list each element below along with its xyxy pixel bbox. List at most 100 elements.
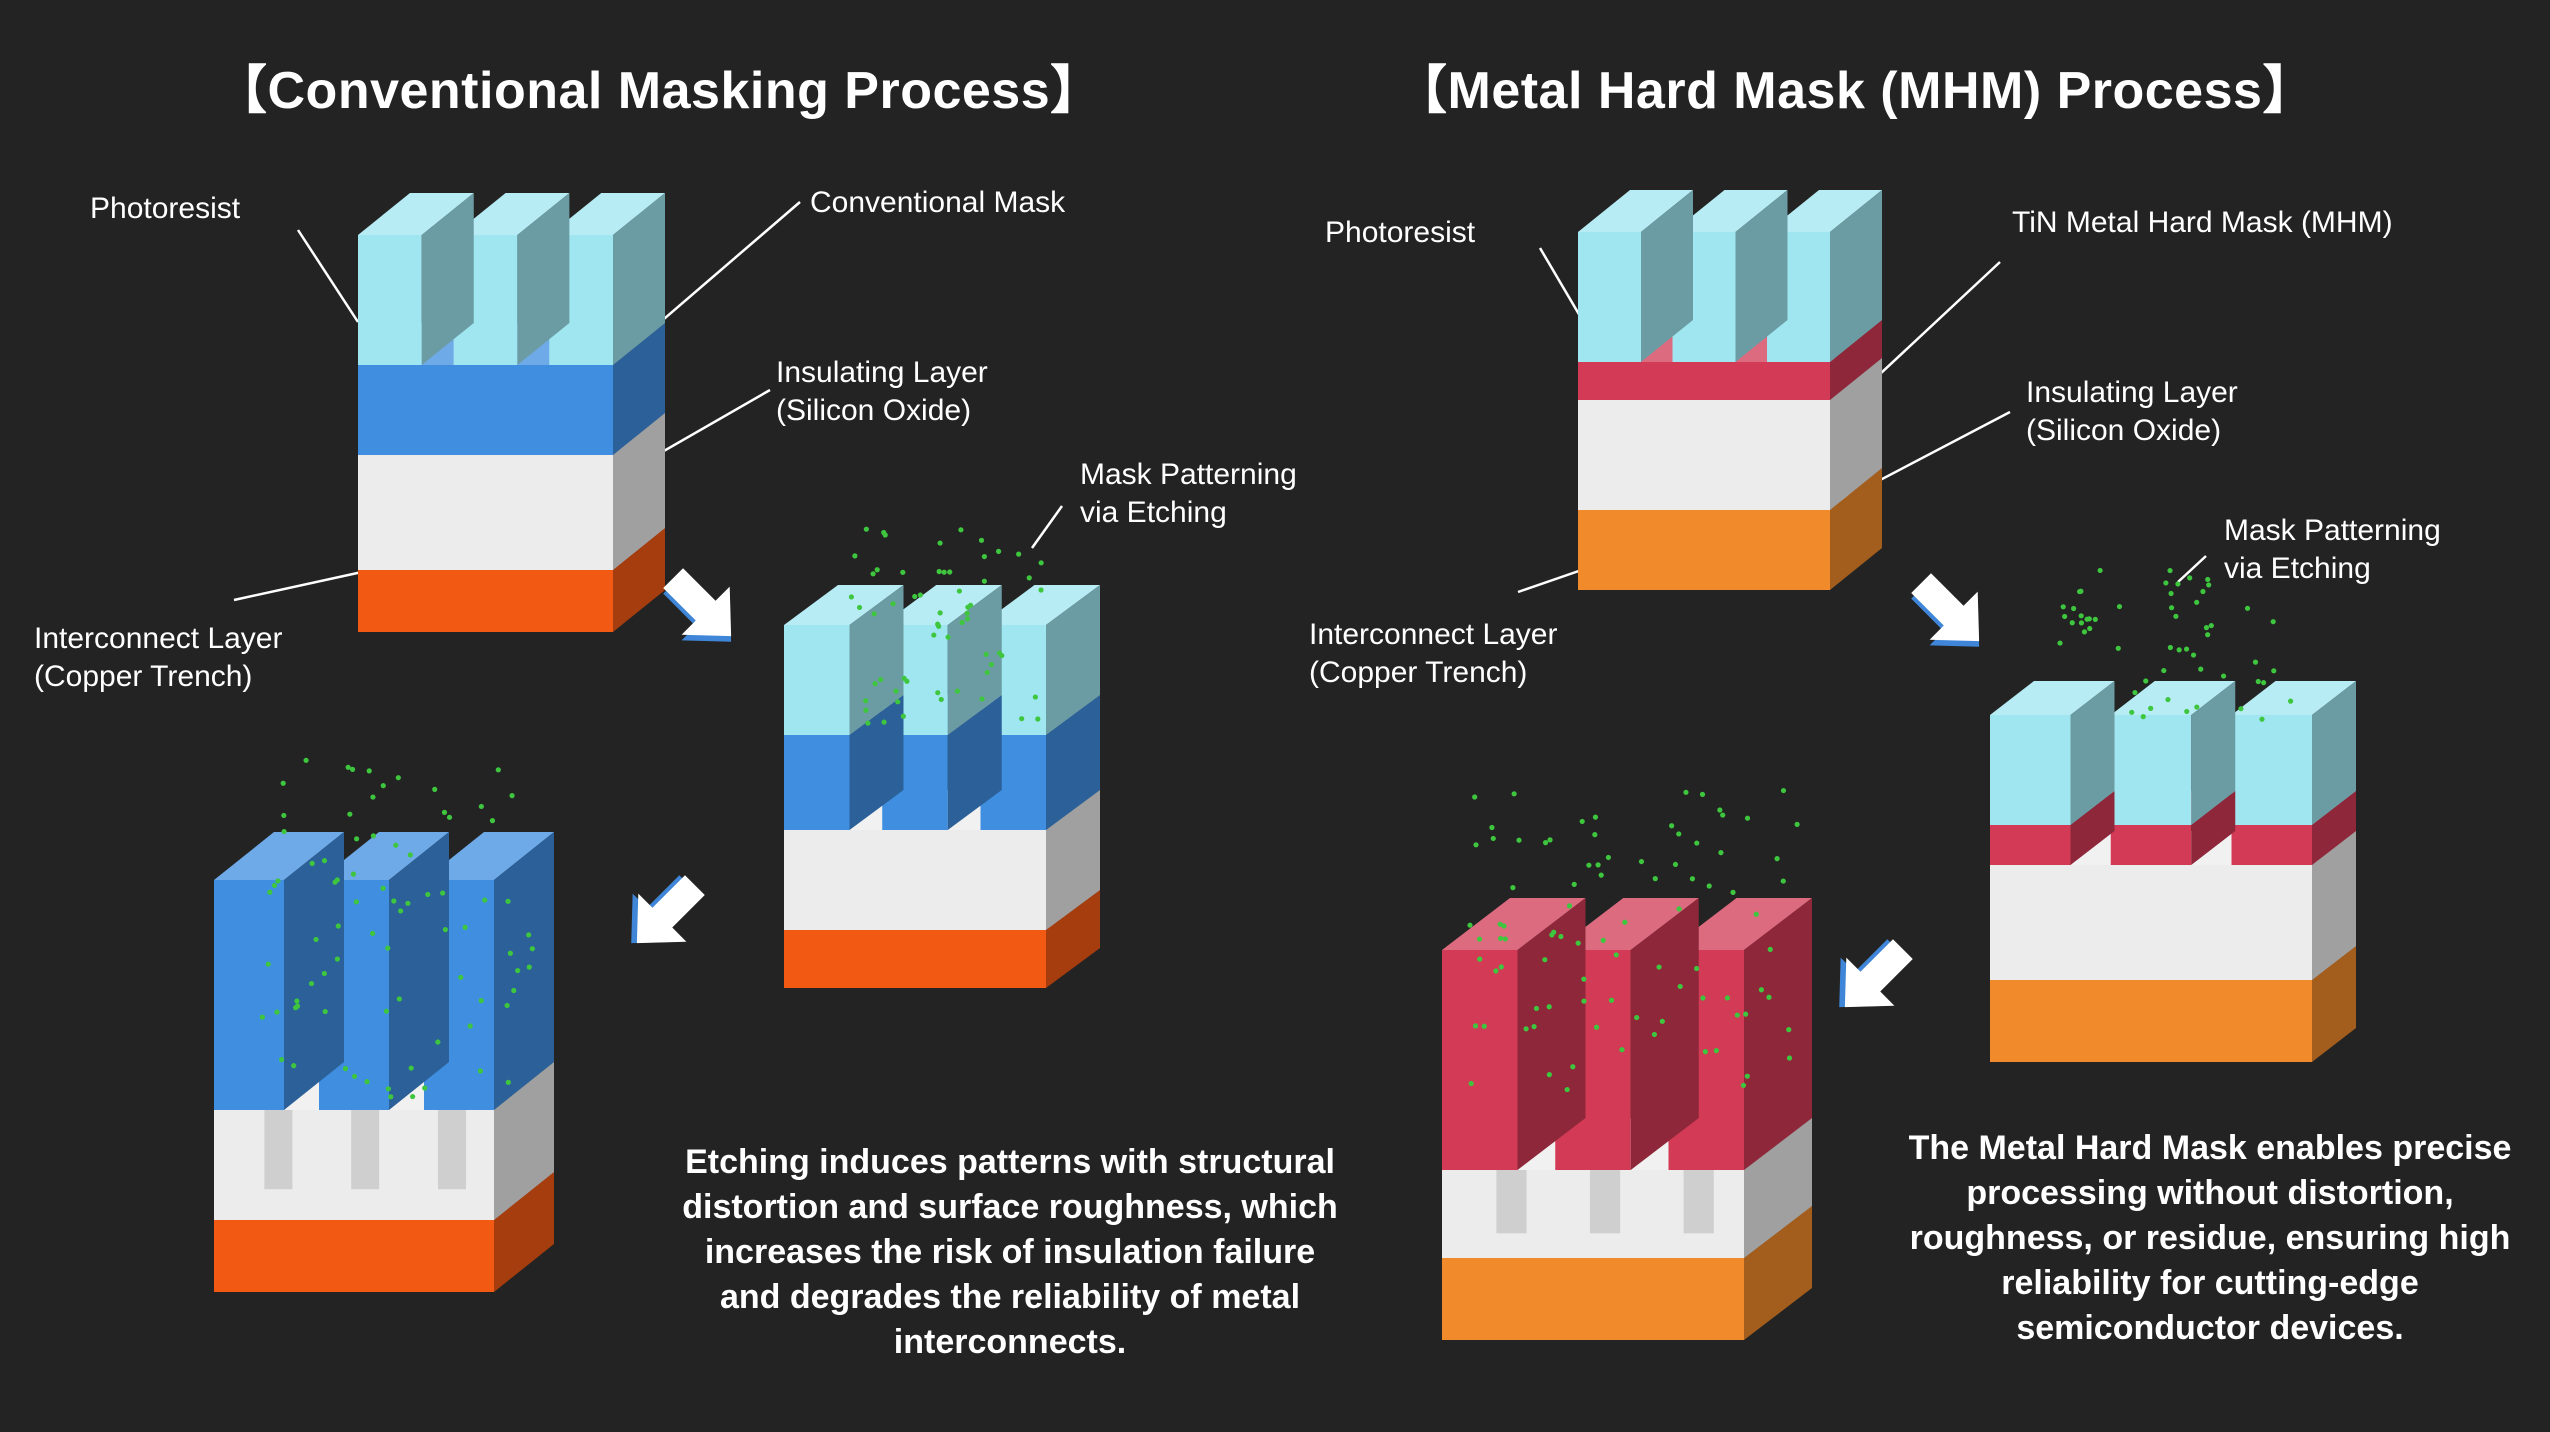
etch-particle [1510, 885, 1516, 891]
leader-line-patterning-left [1030, 505, 1064, 549]
etch-particle [1038, 560, 1044, 566]
etch-particle [2176, 647, 2182, 653]
etch-particle [1468, 1080, 1474, 1087]
etch-particle [1564, 1086, 1570, 1093]
etch-particle [380, 783, 386, 789]
copper-layer-front [214, 1220, 494, 1292]
etch-particle [2143, 678, 2149, 684]
etch-particle [871, 611, 877, 617]
etch-particle [2092, 616, 2098, 622]
patterned-mask-line-top [214, 832, 344, 880]
patterned-mask-line-side [1744, 898, 1812, 1170]
photoresist-line-top [549, 193, 665, 235]
photoresist-line-front [358, 235, 422, 365]
etch-particle [1753, 911, 1759, 917]
trench-slot [1683, 1170, 1714, 1234]
conventional-caption: Etching induces patterns with structural… [560, 1140, 1460, 1365]
patterned-mask-line-top [424, 832, 554, 880]
etch-particle [1600, 937, 1606, 943]
etch-particle [1546, 1004, 1552, 1010]
etch-particle [938, 696, 944, 703]
patterned-mask-line-side [849, 695, 904, 830]
etch-particle [1706, 883, 1712, 889]
photoresist-line [549, 193, 665, 365]
etch-particle [1467, 922, 1473, 928]
etch-particle [1558, 933, 1564, 940]
etch-particle [941, 569, 947, 575]
etch-particle [294, 998, 300, 1004]
etch-particle [1566, 903, 1573, 909]
etch-particle [863, 526, 869, 532]
photoresist-label-left: Photoresist [90, 192, 241, 225]
etch-particle [2081, 629, 2088, 635]
etch-particle [1542, 840, 1549, 846]
interconnect-layer-line-1: Interconnect Layer [1309, 618, 1558, 651]
caption-line: and degrades the reliability of metal [719, 1278, 1301, 1316]
etch-particle [2183, 646, 2190, 652]
etch-particle [1622, 919, 1628, 925]
etch-particle [511, 987, 517, 994]
photoresist-line-top [2231, 681, 2356, 715]
etch-particle [370, 794, 376, 800]
etch-particle [1035, 716, 1041, 722]
etch-particle [2140, 714, 2146, 720]
etch-particle [2132, 689, 2138, 696]
etch-particle [1593, 1024, 1600, 1030]
etch-particle [335, 923, 341, 929]
etch-particle [1669, 823, 1675, 829]
etch-particle [937, 610, 943, 616]
etch-particle [1472, 1023, 1479, 1029]
etch-particle [900, 569, 906, 575]
photoresist-line-side [849, 585, 904, 735]
photoresist-line [1990, 681, 2115, 825]
copper-layer-side [1046, 890, 1100, 988]
etch-particle [1546, 1072, 1552, 1078]
etch-particle [280, 780, 286, 786]
etch-particle [334, 877, 340, 883]
patterned-mask-line-top [1668, 898, 1812, 950]
photoresist-line-front [1990, 715, 2071, 825]
insulating-layer-label-left: Insulating Layer(Silicon Oxide) [776, 354, 988, 430]
etch-particle [2060, 604, 2066, 610]
etch-particle [983, 651, 989, 657]
etch-particle [1579, 818, 1585, 825]
etch-particle [1683, 789, 1689, 795]
etch-particle [984, 669, 990, 676]
etch-particle [996, 650, 1003, 656]
etch-particle [1032, 694, 1038, 700]
etch-particle [2271, 668, 2277, 674]
etch-particle [1549, 932, 1555, 938]
etch-particle [1659, 1018, 1665, 1024]
etch-particle [2116, 603, 2123, 610]
caption-line: Etching induces patterns with structural [685, 1143, 1335, 1181]
etch-particle [2244, 605, 2251, 611]
etch-particle [979, 696, 985, 702]
mhm-clean-stack [1442, 898, 1812, 1340]
insulating-layer-line-1: Insulating Layer [776, 356, 988, 389]
copper-layer-side [494, 1172, 554, 1292]
etch-particle [2167, 644, 2174, 651]
patterned-mask-line-side [1630, 898, 1699, 1170]
patterned-mask-line-front [784, 735, 850, 830]
caption-line: reliability for cutting-edge [2001, 1264, 2419, 1302]
mask-patterning-line-2: via Etching [1080, 496, 1227, 529]
etch-particle [342, 1066, 349, 1072]
etch-particle [1699, 791, 1706, 797]
trench-slot [351, 1110, 380, 1190]
patterned-mask-line-front [2231, 825, 2312, 865]
patterned-mask-line-side [1517, 898, 1586, 1170]
etch-particle [1497, 921, 1503, 927]
etch-particle [2261, 680, 2267, 686]
arrow-body [1911, 573, 1980, 642]
photoresist-line-front [2110, 715, 2192, 825]
etch-particle [1677, 983, 1683, 990]
etch-particle [1493, 968, 1499, 974]
etch-particle [2259, 716, 2265, 722]
insulating-layer-label-right: Insulating Layer(Silicon Oxide) [2026, 374, 2238, 450]
copper-layer-front [1442, 1258, 1744, 1340]
caption-line: processing without distortion, [1966, 1174, 2454, 1212]
photoresist-line-side [2070, 681, 2115, 825]
etch-particle [2163, 580, 2169, 586]
etch-particle [1786, 1027, 1792, 1033]
